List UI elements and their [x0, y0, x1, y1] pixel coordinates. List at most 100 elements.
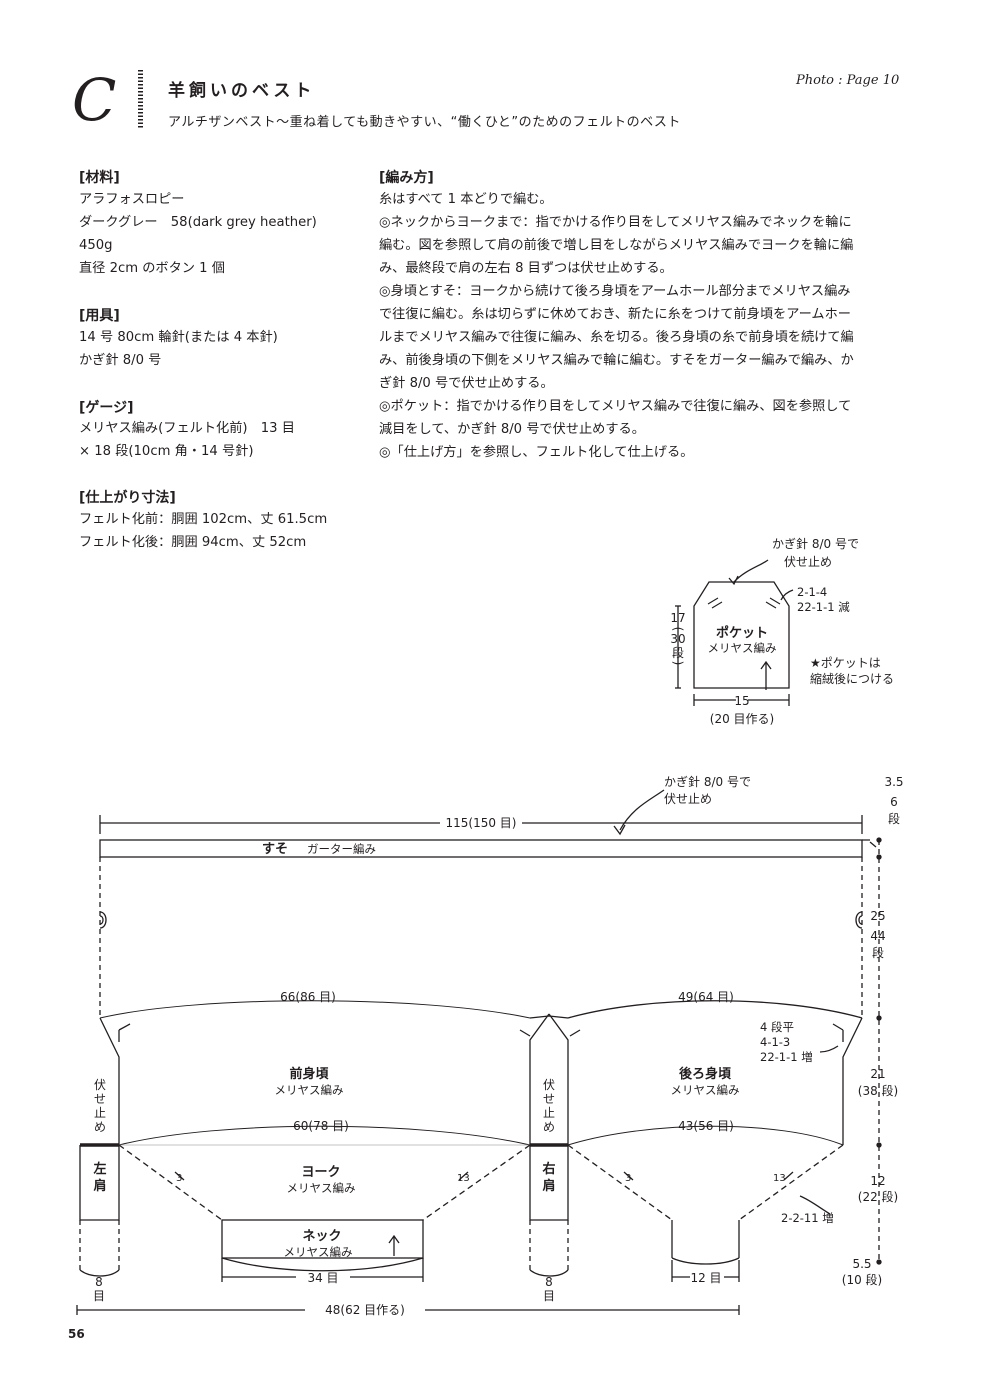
- shoulder-stitches-left: 目: [93, 1289, 105, 1303]
- right-shoulder-label: 右: [541, 1161, 555, 1177]
- hem-height: 6: [890, 795, 898, 809]
- yoke-mark: 3: [625, 1173, 631, 1184]
- photo-reference: Photo : Page 10: [796, 73, 900, 88]
- materials-line: ダークグレー 58(dark grey heather): [79, 215, 317, 230]
- tools-line: 14 号 80cm 輪針(または 4 本針): [79, 330, 278, 345]
- page-number: 56: [68, 1327, 85, 1341]
- back-yoke-width: 43(56 目): [678, 1119, 734, 1133]
- finished-size-line: フェルト化前：胴囲 102cm、丈 61.5cm: [79, 512, 328, 527]
- yoke-mark: 13: [773, 1173, 786, 1184]
- increase-note: 2-2-11 増: [781, 1211, 834, 1225]
- yoke-height: 12: [870, 1174, 885, 1188]
- bindoff-left: 止: [94, 1106, 106, 1120]
- lower-body-height: 段: [872, 945, 884, 960]
- bindoff-left: せ: [94, 1092, 106, 1106]
- hem-height: 3.5: [884, 775, 903, 789]
- shoulder-stitches-left: 8: [95, 1275, 103, 1289]
- gauge-line: × 18 段(10cm 角・14 号針): [79, 444, 254, 459]
- yoke-mark: 3: [176, 1173, 182, 1184]
- materials-heading: [材料]: [79, 170, 120, 186]
- shaping-note: 4-1-3: [760, 1035, 790, 1049]
- pocket-decrease-note: 22-1-1 減: [797, 600, 850, 614]
- yoke-stitch: メリヤス編み: [287, 1181, 356, 1195]
- neck-height: 5.5: [852, 1257, 871, 1271]
- method-line: ◎ネックからヨークまで：指でかける作り目をしてメリヤス編みでネックを輪に: [379, 215, 852, 230]
- method-line: 糸はすべて 1 本どりで編む。: [379, 192, 553, 207]
- yoke-mark: 13: [457, 1173, 470, 1184]
- armhole-height: (38 段): [858, 1083, 898, 1098]
- method-line: ◎身頃とすそ：ヨークから続けて後ろ身頃をアームホール部分までメリヤス編み: [379, 284, 851, 299]
- neck-stitch: メリヤス編み: [284, 1245, 353, 1259]
- armhole-height: 21: [870, 1067, 885, 1081]
- front-width: 66(86 目): [280, 990, 336, 1004]
- front-body-label: 前身頃: [289, 1066, 329, 1082]
- shoulder-stitches-right: 8: [545, 1275, 553, 1289]
- method-line: 編む。図を参照して肩の前後で増し目をしながらメリヤス編みでヨークを輪に編: [379, 238, 854, 253]
- hem-bindoff-note: 伏せ止め: [664, 792, 712, 806]
- pocket-bindoff-note: かぎ針 8/0 号で: [772, 536, 859, 551]
- hem-label: すそ: [262, 842, 288, 857]
- back-body-label: 後ろ身頃: [679, 1066, 732, 1082]
- pocket-decrease-note: 2-1-4: [797, 585, 827, 599]
- left-shoulder-label: 左: [93, 1161, 106, 1177]
- shaping-note: 22-1-1 増: [760, 1050, 813, 1064]
- bindoff-right: め: [543, 1120, 555, 1134]
- left-shoulder-label: 肩: [93, 1178, 106, 1194]
- method-line: で往復に編む。糸は切らずに休めておき、新たに糸をつけて前身頃をアームホー: [379, 307, 851, 322]
- neck-label: ネック: [302, 1229, 341, 1244]
- yoke-height: (22 段): [858, 1189, 898, 1204]
- pocket-height-rows: 段: [672, 645, 684, 660]
- finished-size-line: フェルト化後：胴囲 94cm、丈 52cm: [79, 535, 307, 550]
- bindoff-right: 止: [543, 1106, 555, 1120]
- pocket-stitch: メリヤス編み: [708, 641, 777, 655]
- finished-size-heading: [仕上がり寸法]: [79, 490, 176, 506]
- back-body-stitch: メリヤス編み: [671, 1083, 740, 1097]
- pocket-height-rows: (: [671, 627, 685, 632]
- right-shoulder-label: 肩: [542, 1178, 555, 1194]
- hem-width: 115(150 目): [446, 816, 517, 830]
- pocket-bindoff-note: 伏せ止め: [784, 555, 832, 569]
- hem-height: 段: [888, 811, 900, 826]
- yoke-label: ヨーク: [301, 1165, 340, 1180]
- lower-body-height: 25: [870, 909, 885, 923]
- pocket-cast-on: (20 目作る): [710, 712, 774, 726]
- front-yoke-width: 60(78 目): [293, 1119, 349, 1133]
- gauge-line: メリヤス編み(フェルト化前) 13 目: [79, 421, 295, 436]
- bindoff-left: 伏: [94, 1078, 106, 1092]
- pocket-label: ポケット: [716, 625, 768, 641]
- gauge-heading: [ゲージ]: [79, 400, 134, 416]
- shoulder-stitches-right: 目: [543, 1289, 555, 1303]
- tools-line: かぎ針 8/0 号: [79, 353, 162, 368]
- total-cast-on: 48(62 目作る): [325, 1303, 405, 1317]
- bindoff-left: め: [94, 1120, 106, 1134]
- lower-body-height: 44: [870, 929, 885, 943]
- method-line: ルまでメリヤス編みで往復に編み、糸を切る。後ろ身頃の糸で前身頃を続けて編: [379, 330, 854, 345]
- front-body-stitch: メリヤス編み: [275, 1083, 344, 1097]
- method-line: ◎「仕上げ方」を参照し、フェルト化して仕上げる。: [379, 445, 694, 460]
- bindoff-right: 伏: [543, 1078, 555, 1092]
- bindoff-right: せ: [543, 1092, 555, 1106]
- pocket-height: 17: [670, 611, 685, 625]
- pocket-height-rows: ): [671, 661, 685, 666]
- method-line: ぎ針 8/0 号で伏せ止めする。: [379, 376, 554, 391]
- page-subtitle: アルチザンベスト〜重ね着しても動きやすい、“働くひと”のためのフェルトのベスト: [168, 115, 681, 130]
- materials-line: 450g: [79, 238, 113, 253]
- shaping-note: 4 段平: [760, 1020, 794, 1034]
- neck-height: (10 段): [842, 1272, 882, 1287]
- neck-back-width: 12 目: [690, 1271, 721, 1285]
- back-width: 49(64 目): [678, 990, 734, 1004]
- method-heading: [編み方]: [379, 170, 434, 186]
- pocket-height-rows: 30: [670, 632, 685, 646]
- pattern-letter: C: [72, 66, 117, 134]
- pocket-attach-note: 縮絨後につける: [810, 671, 894, 686]
- method-line: ◎ポケット：指でかける作り目をしてメリヤス編みで往復に編み、図を参照して: [379, 399, 852, 414]
- method-line: み、前後身頃の下側をメリヤス編みで輪に編む。すそをガーター編みで編み、か: [379, 353, 854, 368]
- title-decor-bar: [138, 70, 143, 128]
- tools-heading: [用具]: [79, 308, 120, 324]
- method-line: み、最終段で肩の左右 8 目ずつは伏せ止めする。: [379, 261, 673, 276]
- method-line: 減目をして、かぎ針 8/0 号で伏せ止めする。: [379, 422, 645, 437]
- materials-line: アラフォスロピー: [79, 192, 185, 207]
- hem-stitch: ガーター編み: [307, 842, 376, 856]
- pocket-attach-note: ★ポケットは: [810, 656, 881, 670]
